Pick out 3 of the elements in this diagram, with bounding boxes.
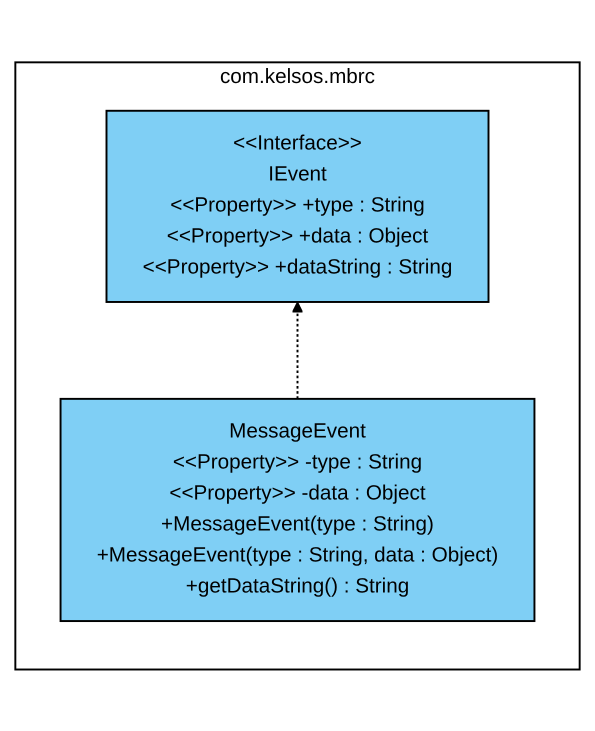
arrow bbox=[292, 301, 304, 398]
node-box: MessageEvent <<Property>> -type : String <<Property>> -data : Object +MessageEvent(type : String) +MessageEvent(type : String, data : Object) +getDataString() : String bbox=[60, 397, 536, 622]
node-box: <<Interface>> IEvent <<Property>> +type : String <<Property>> +data : Object <<Property>> +dataString : String bbox=[106, 109, 490, 303]
